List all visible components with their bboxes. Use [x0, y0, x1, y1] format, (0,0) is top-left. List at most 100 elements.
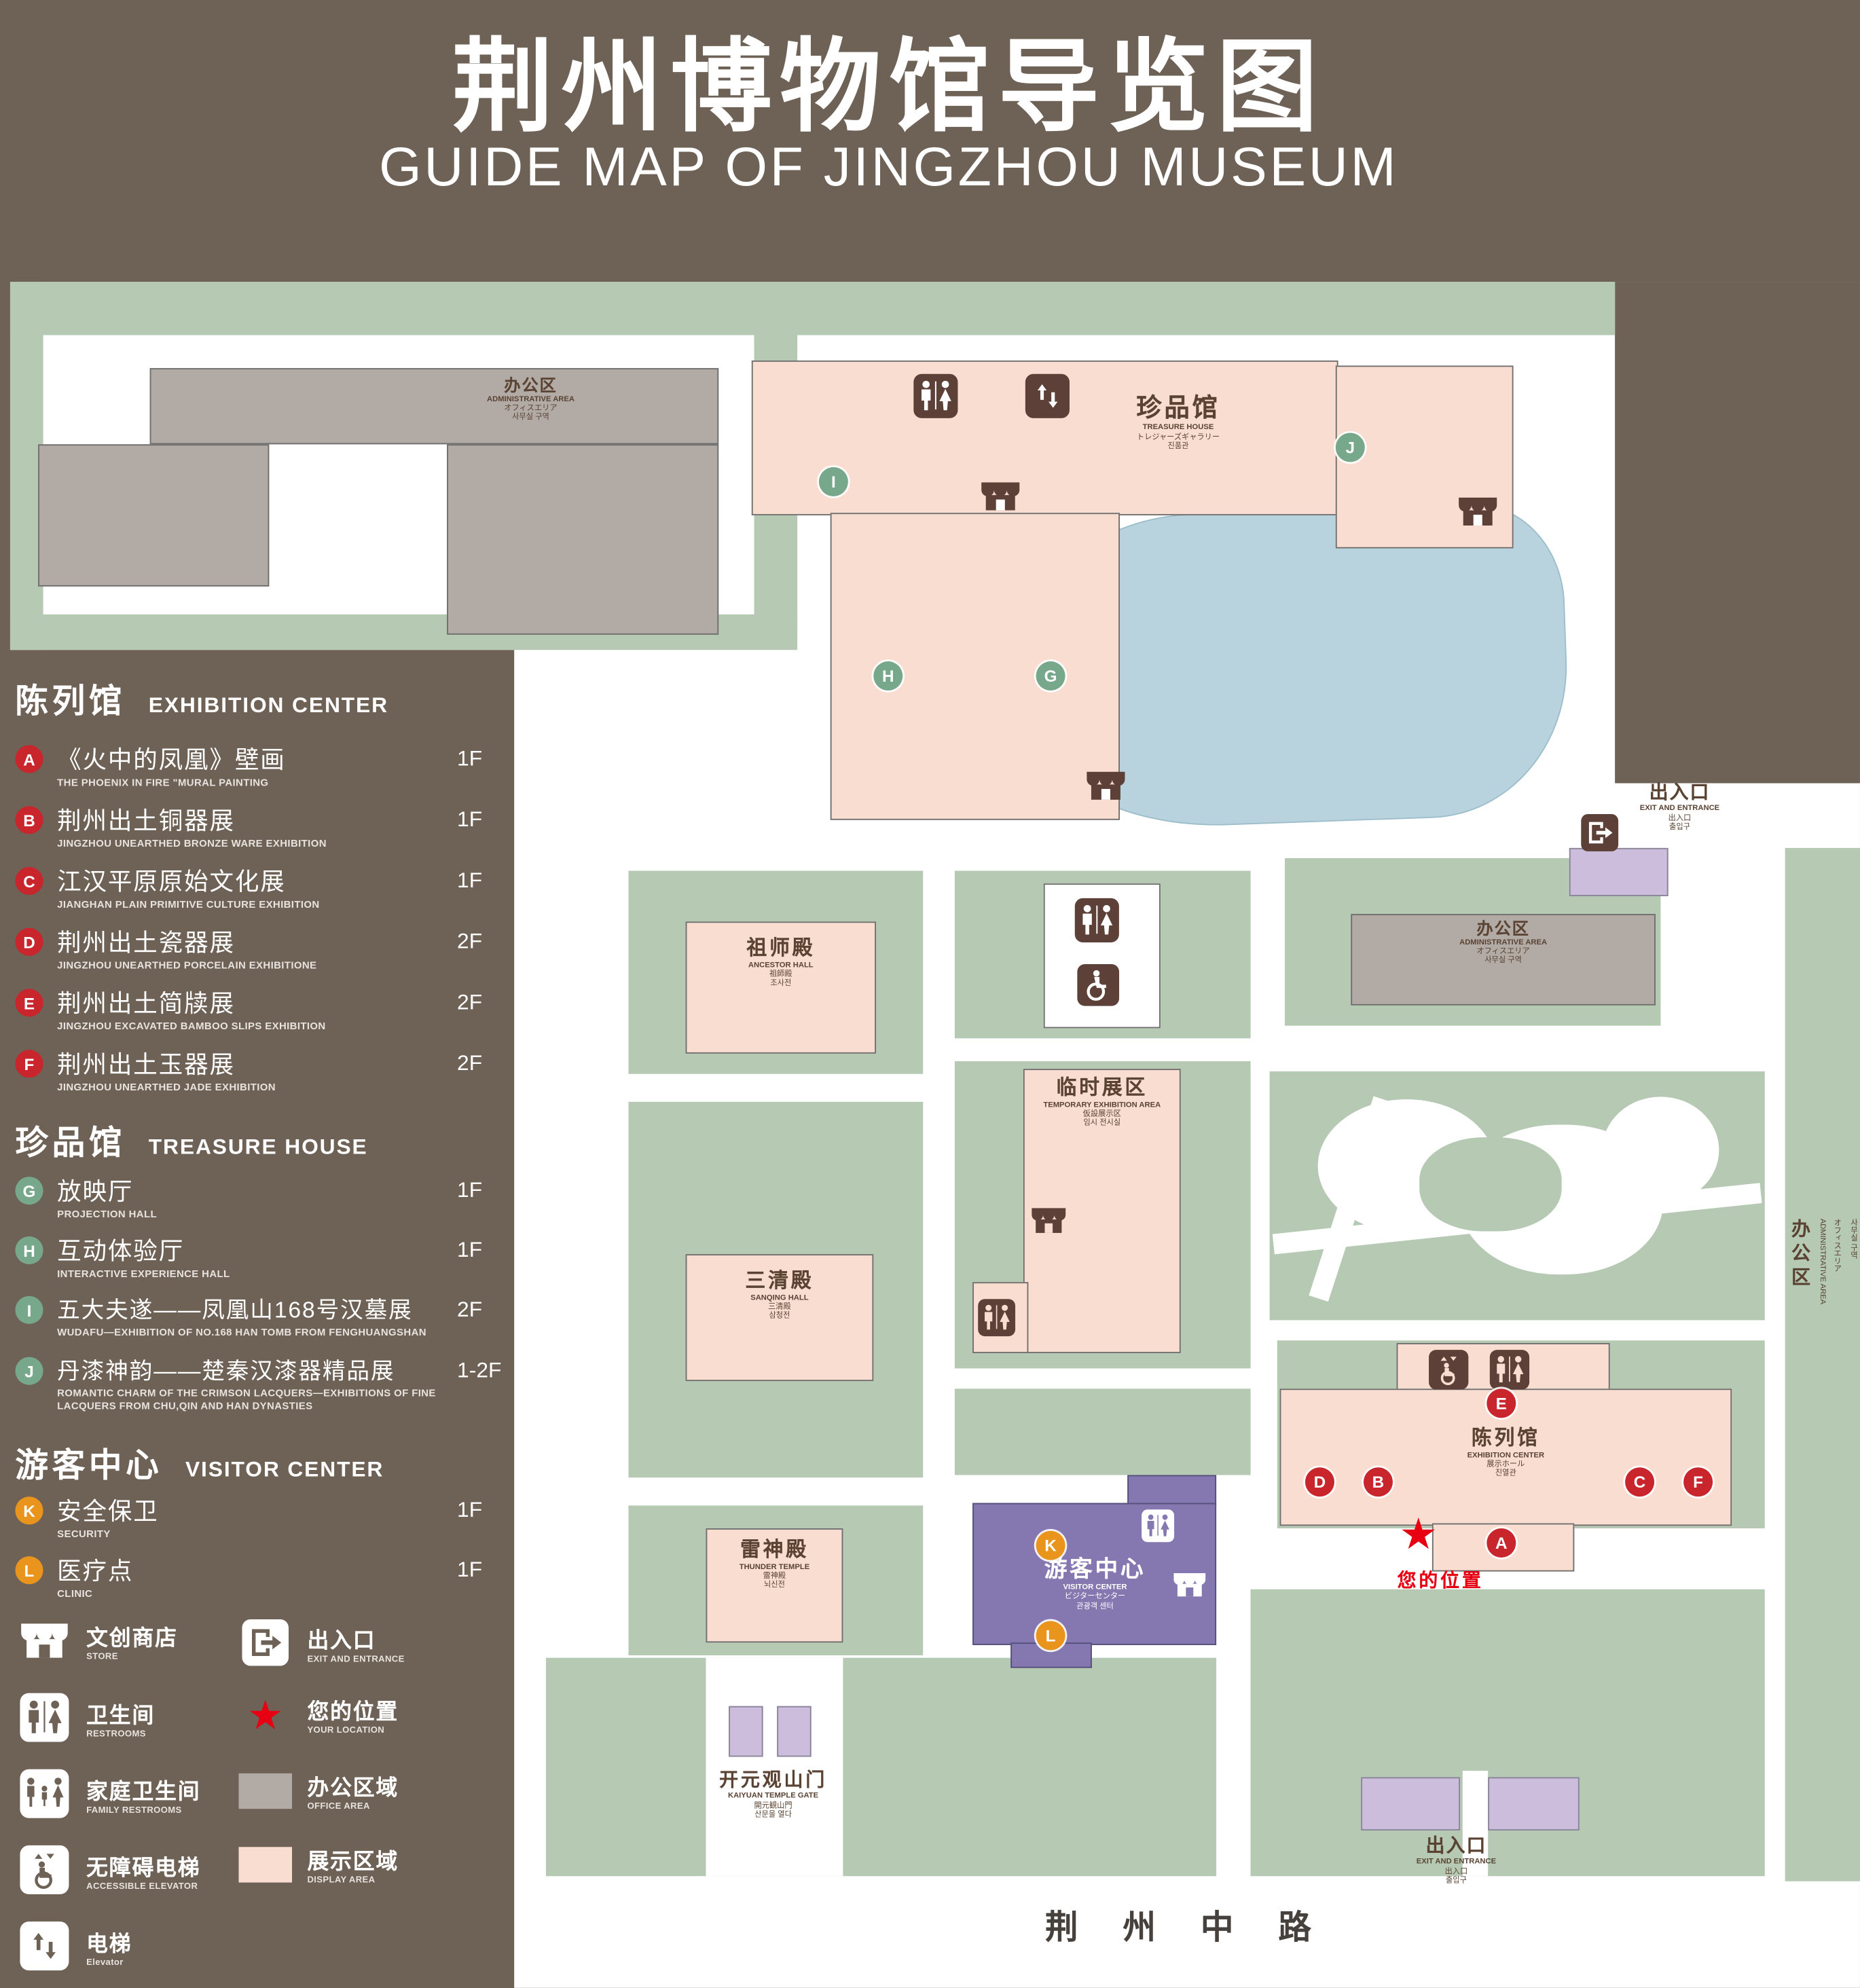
your-location-label: 您的位置: [1397, 1570, 1484, 1592]
lawn-top-strip: [10, 282, 1616, 335]
restroom-icon: [1073, 896, 1121, 944]
accessible-icon: [1076, 962, 1121, 1008]
garden-island: [1419, 1137, 1562, 1232]
floor-label: 1F: [457, 1557, 483, 1582]
floor-label: 2F: [457, 990, 483, 1014]
exit-icon: [1580, 813, 1620, 853]
map-marker-K: K: [1036, 1530, 1065, 1560]
restroom-icon: [1140, 1508, 1175, 1543]
road-label: 荆 州 中 路: [1044, 1908, 1330, 1947]
letter-badge: D: [15, 927, 43, 956]
your-location-star-icon: ★: [247, 1691, 284, 1737]
page-title: 荆州博物馆导览图: [452, 30, 1326, 144]
building-admin-topleft-wing: [38, 444, 270, 587]
building-thunder-temple: [706, 1528, 843, 1643]
letter-badge: B: [15, 806, 43, 834]
map-marker-I: I: [818, 467, 848, 497]
office-area-swatch: [238, 1772, 293, 1809]
floor-label: 1F: [457, 746, 483, 771]
floor-label: 2F: [457, 929, 483, 954]
bottom-exit-path: [1462, 1771, 1489, 1877]
floor-label: 1F: [457, 1237, 483, 1262]
building-treasure-house-arm: [830, 513, 1120, 820]
exit-icon: [240, 1617, 291, 1668]
elevator-icon: [18, 1919, 71, 1973]
letter-badge: C: [15, 866, 43, 896]
map-marker-A: A: [1487, 1528, 1516, 1558]
background-patch: [1615, 282, 1860, 784]
gate-path: [706, 1657, 843, 1877]
building-admin-mid: [1351, 914, 1656, 1006]
label-admin-right: 办公区 ADMINISTRATIVE AREA オフィスエリア 사무실 구역: [1789, 1218, 1857, 1305]
floor-label: 1F: [457, 1498, 483, 1522]
entrance-block-bottom: [1361, 1777, 1461, 1830]
restroom-icon: [18, 1691, 71, 1744]
map-marker-L: L: [1036, 1621, 1065, 1651]
building-ancestor-hall: [685, 921, 877, 1054]
map-marker-J: J: [1335, 432, 1365, 462]
map-marker-E: E: [1487, 1388, 1516, 1418]
letter-badge: G: [15, 1177, 43, 1205]
store-icon: [978, 477, 1023, 515]
building-admin-topleft: [149, 368, 719, 445]
letter-badge: K: [15, 1496, 43, 1525]
family-restroom-icon: [18, 1767, 71, 1820]
display-area-swatch: [238, 1846, 293, 1882]
accessible-elevator-icon: [18, 1843, 71, 1897]
gate-pillar: [777, 1706, 812, 1757]
floor-label: 2F: [457, 1297, 483, 1322]
letter-badge: A: [15, 745, 43, 773]
store-icon: [1455, 492, 1501, 530]
map-marker-G: G: [1036, 661, 1065, 691]
floor-label: 1-2F: [457, 1358, 502, 1382]
building-visitor-center-tab: [1127, 1475, 1217, 1506]
map-marker-H: H: [873, 661, 903, 691]
lawn-right-strip: [1785, 847, 1860, 1881]
floor-label: 1F: [457, 807, 483, 832]
restroom-icon: [977, 1297, 1017, 1338]
letter-badge: F: [15, 1050, 43, 1078]
map-marker-B: B: [1363, 1467, 1393, 1497]
lawn-bottom-left: [545, 1657, 1217, 1877]
elevator-icon: [1023, 372, 1072, 420]
lawn-bottom-right: [1250, 1589, 1765, 1877]
floor-label: 1F: [457, 868, 483, 893]
store-icon: [1083, 767, 1129, 805]
letter-badge: E: [15, 989, 43, 1017]
letter-badge: J: [15, 1357, 43, 1385]
your-location-star-icon: ★: [1399, 1510, 1438, 1559]
entrance-block-bottom: [1488, 1777, 1580, 1830]
store-icon: [16, 1617, 72, 1664]
letter-badge: I: [15, 1295, 43, 1324]
